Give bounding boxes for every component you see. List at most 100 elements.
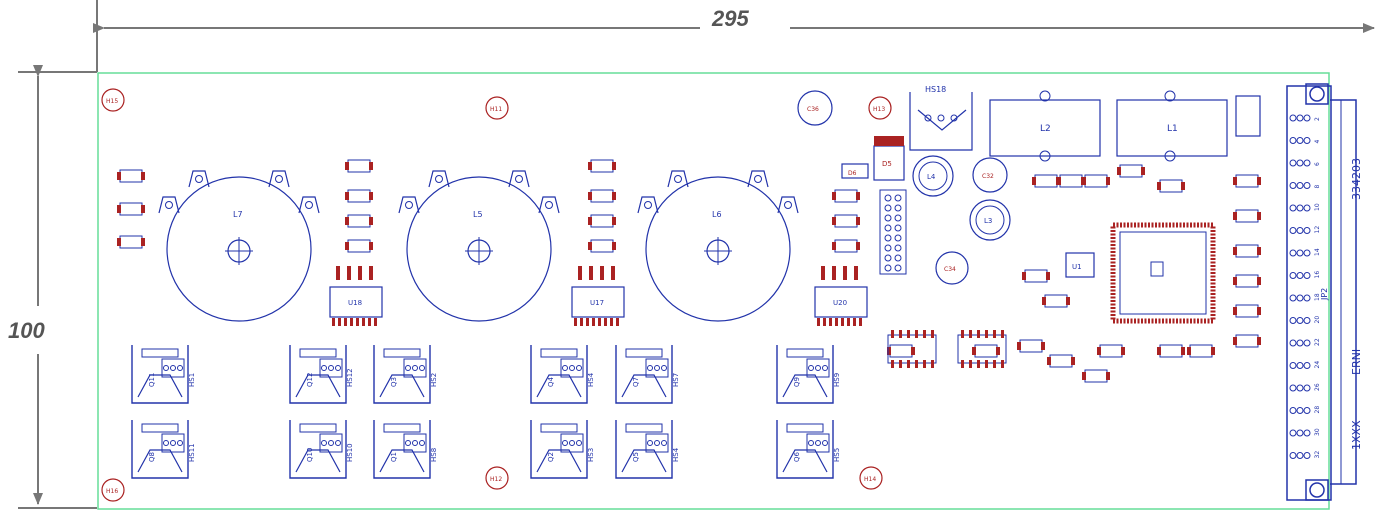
- small-inductors: L4 L3 C32 C34 C36: [797, 90, 1011, 285]
- connector-text-c: 1XXX: [1350, 420, 1363, 450]
- connector-pin: [1289, 204, 1297, 212]
- connector-pin: [1289, 294, 1297, 302]
- header-pin: [884, 224, 892, 232]
- smd-part: [117, 235, 145, 249]
- mounting-hole-label: H14: [864, 476, 876, 483]
- connector-pin-number: 6: [1314, 162, 1321, 166]
- diode-label: D6: [848, 170, 857, 177]
- heatsink-label: HS5: [833, 448, 841, 462]
- smd-part: [832, 189, 860, 203]
- diode-d6: D6: [841, 163, 869, 179]
- connector-pin-number: 32: [1314, 451, 1321, 459]
- connector-pin-number: 12: [1314, 226, 1321, 234]
- connector-pin-number: 4: [1314, 140, 1321, 144]
- smd-part: [345, 214, 373, 228]
- smd-part: [1022, 269, 1050, 283]
- connector-pin: [1296, 452, 1304, 459]
- round-inductor: L7: [158, 170, 320, 322]
- smd-part: [1082, 174, 1110, 188]
- resistor-array: [887, 330, 937, 368]
- connector-pin: [1303, 339, 1311, 347]
- header-pin: [894, 264, 902, 272]
- connector-pin-number: 2: [1314, 117, 1321, 121]
- connector-ref: JP2: [1320, 288, 1329, 301]
- connector-pin: [1296, 137, 1304, 144]
- inductor-l4-label: L4: [927, 173, 936, 181]
- board-outline: [97, 72, 1330, 510]
- heatsink-label: HS4: [587, 372, 595, 387]
- connector-pin: [1296, 429, 1304, 437]
- header-pin: [894, 224, 902, 232]
- heatsink-label: HS12: [346, 368, 354, 387]
- ic-package: U1: [1065, 252, 1095, 278]
- connector-pin: [1303, 294, 1311, 302]
- connector-pin-number: 28: [1314, 406, 1321, 414]
- smd-part: [887, 344, 915, 358]
- capacitor-c34-label: C34: [944, 266, 956, 273]
- transistor-label: Q3: [390, 377, 398, 387]
- connector-pin: [1303, 407, 1311, 414]
- smd-part: [1233, 174, 1261, 188]
- box-inductors: L2 L1: [989, 90, 1261, 162]
- transistor-label: Q10: [306, 448, 314, 462]
- header-pin: [894, 194, 902, 202]
- transistor-label: Q6: [793, 451, 801, 462]
- header-pin: [894, 244, 902, 252]
- connector-pin: [1296, 182, 1304, 189]
- ic-label: U18: [348, 299, 362, 307]
- smd-part: [1233, 304, 1261, 318]
- smd-part: [588, 159, 616, 173]
- transistor-label: Q2: [547, 452, 555, 462]
- mounting-hole: H16: [101, 478, 125, 502]
- connector-pin: [1296, 407, 1304, 414]
- header-pin: [884, 234, 892, 242]
- mounting-hole: H11: [485, 96, 509, 120]
- connector-pin: [1289, 362, 1297, 369]
- header-pin: [884, 194, 892, 202]
- connector-pin: [1289, 272, 1297, 279]
- smd-part: [972, 344, 1000, 358]
- mounting-hole-label: H16: [106, 488, 118, 495]
- connector-pin-number: 8: [1314, 185, 1321, 189]
- transistor-label: Q1: [390, 452, 398, 462]
- connector-pin: [1289, 114, 1297, 122]
- mounting-hole-label: H13: [873, 106, 885, 113]
- connector-pin: [1296, 249, 1304, 257]
- header-pin: [884, 204, 892, 212]
- connector-pin: [1303, 452, 1311, 459]
- header-pin: [884, 244, 892, 252]
- smd-part: [1057, 174, 1085, 188]
- mounting-hole: H12: [485, 466, 509, 490]
- connector-pin: [1296, 384, 1304, 392]
- connector-pin: [1303, 249, 1311, 257]
- connector-pin: [1289, 339, 1297, 347]
- mounting-hole-label: H15: [106, 98, 118, 105]
- mounting-hole: H15: [101, 88, 125, 112]
- transistor-label: Q5: [632, 452, 640, 462]
- smd-part: [1042, 294, 1070, 308]
- connector-pin: [1296, 204, 1304, 212]
- smd-part: [1233, 244, 1261, 258]
- connector-pin: [1289, 249, 1297, 257]
- header-pin: [884, 214, 892, 222]
- connector-text-b: ERNI: [1350, 349, 1363, 375]
- diode-d5: D5: [873, 136, 905, 181]
- heatsink-label: HS9: [833, 373, 841, 387]
- smd-part: [1017, 339, 1045, 353]
- connector-pin: [1289, 407, 1297, 414]
- smd-part: [1233, 334, 1261, 348]
- mounting-hole-label: H11: [490, 106, 502, 113]
- connector-pin-number: 24: [1314, 361, 1321, 369]
- smd-part: [588, 239, 616, 253]
- connector-pin: [1303, 114, 1311, 122]
